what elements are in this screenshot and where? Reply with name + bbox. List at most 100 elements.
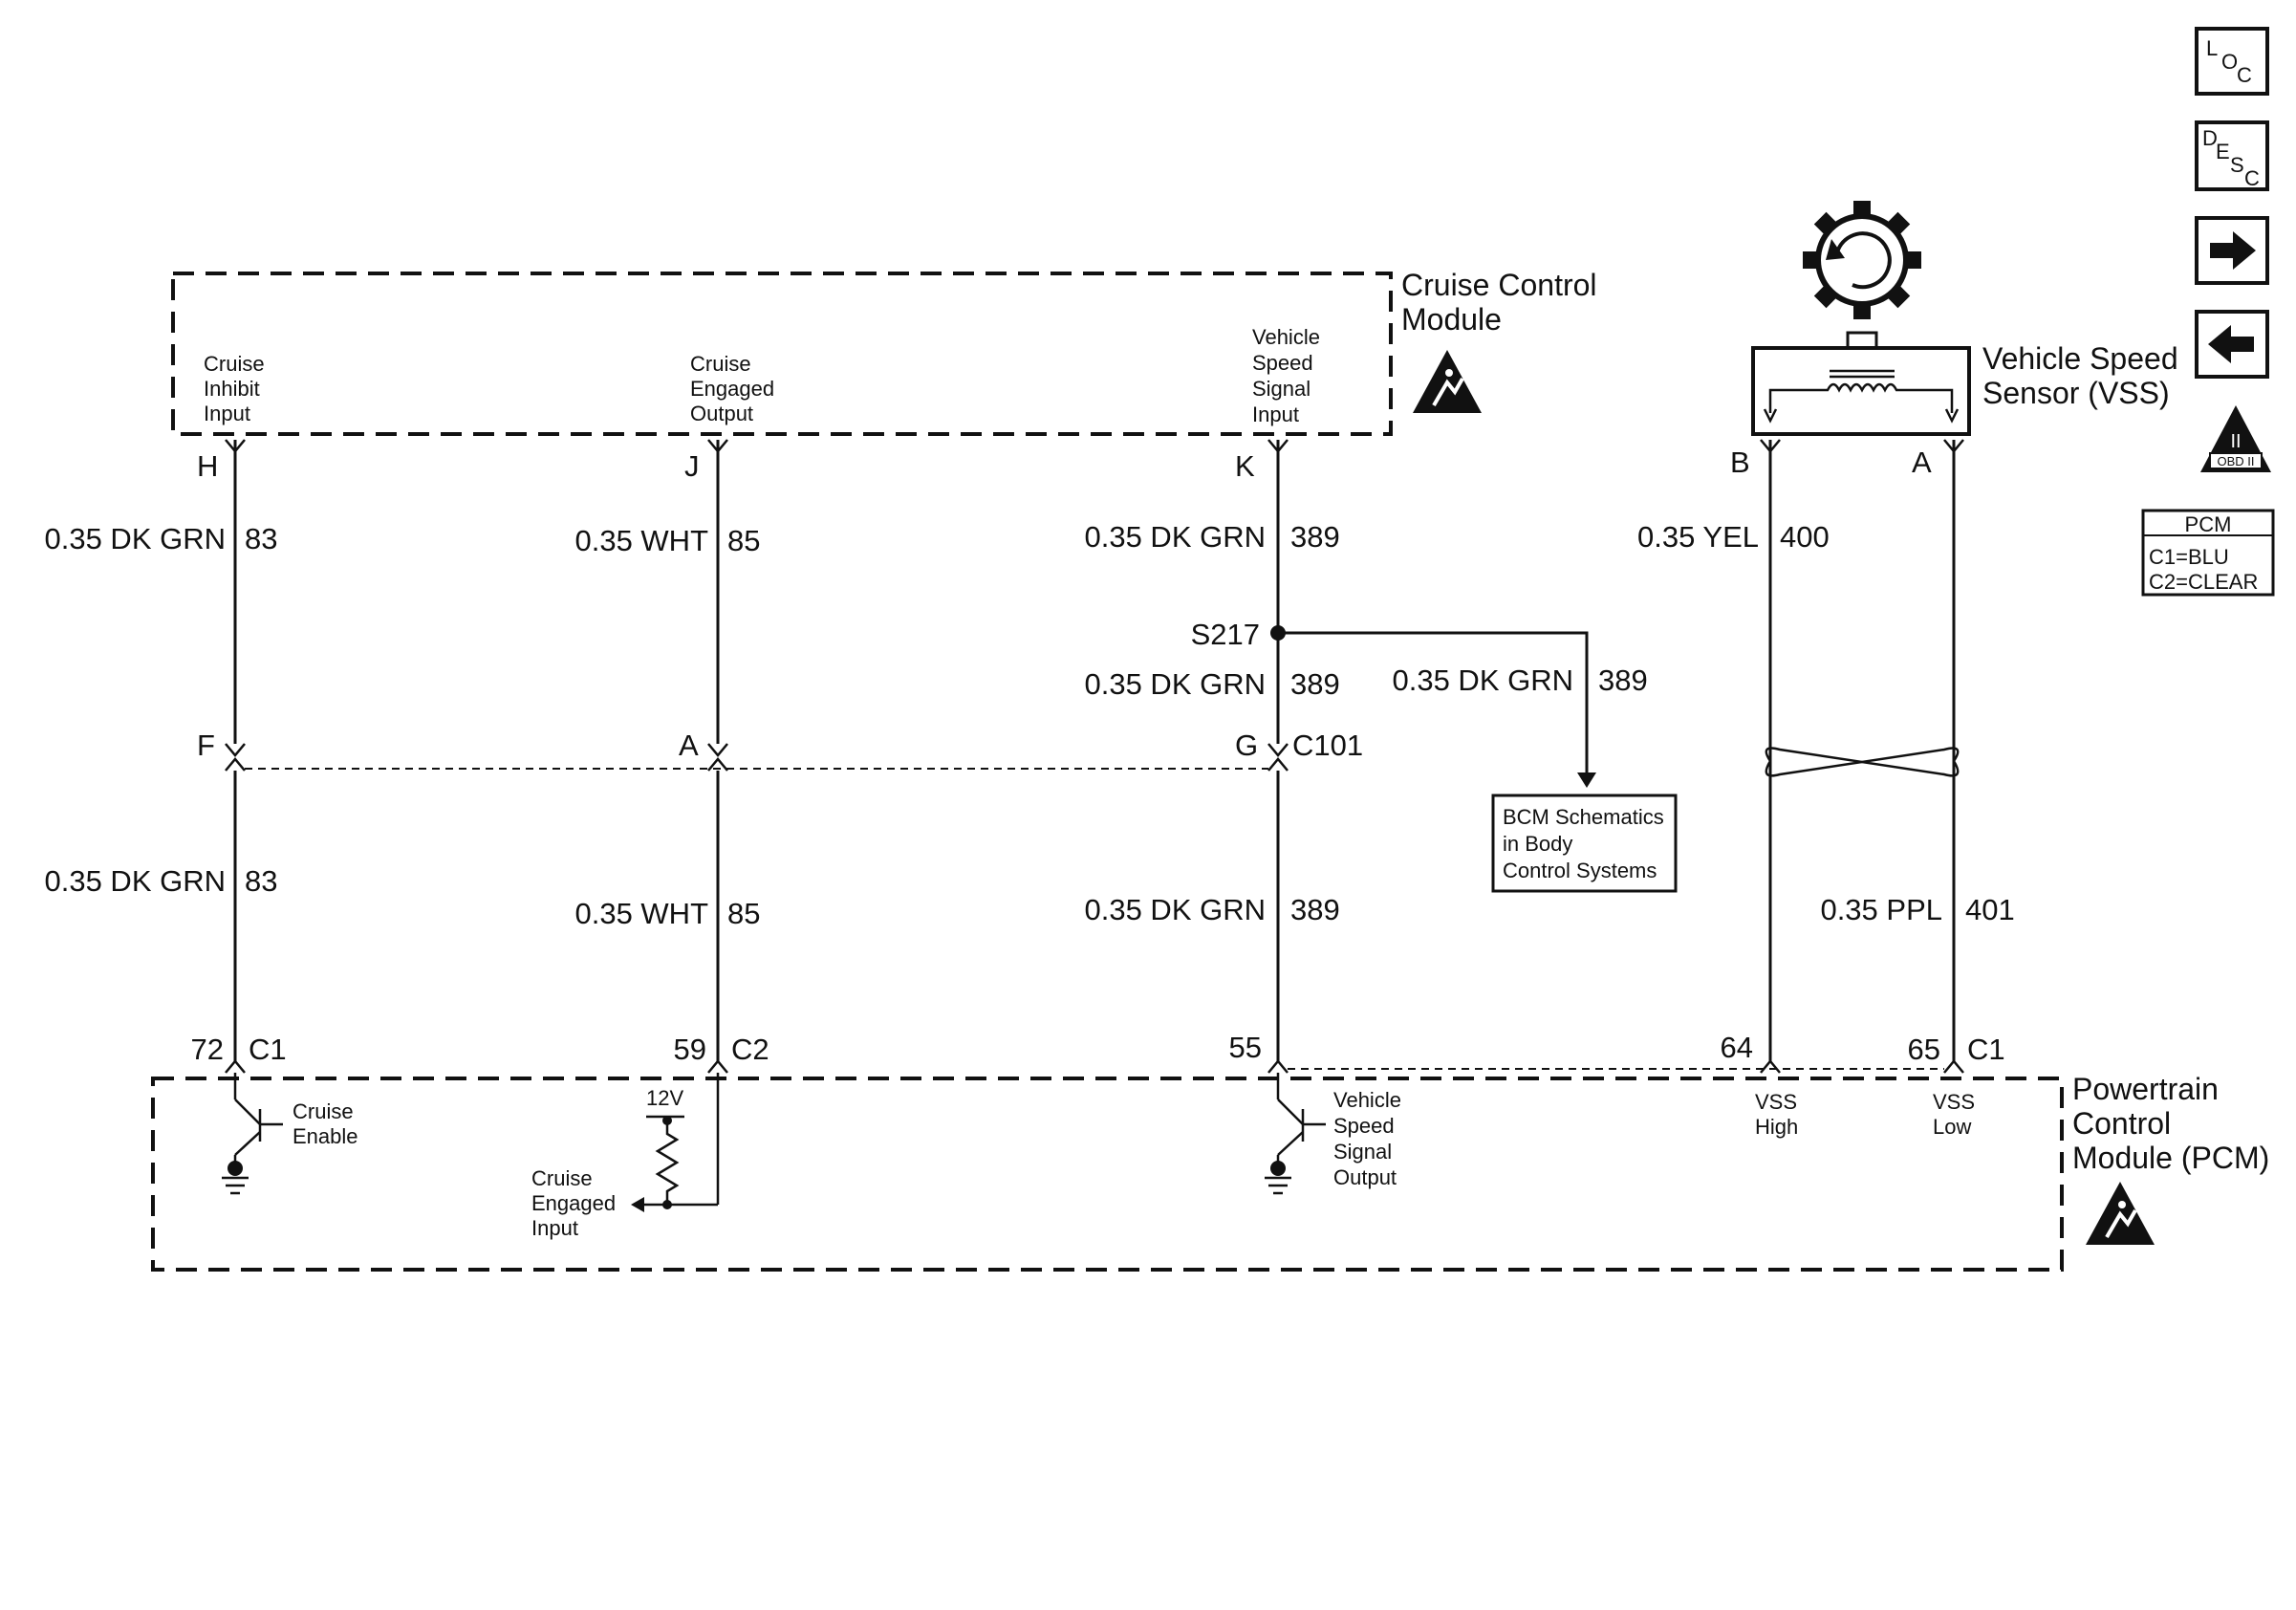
- svg-text:C1=BLU: C1=BLU: [2149, 545, 2229, 569]
- svg-text:OBD II: OBD II: [2217, 454, 2254, 468]
- vss-input-label-3: Signal: [1252, 377, 1310, 401]
- wire-83-lower-color: 0.35 DK GRN: [44, 864, 226, 898]
- svg-text:C2=CLEAR: C2=CLEAR: [2149, 570, 2258, 594]
- wire-389-lower-num: 389: [1290, 893, 1340, 926]
- svg-text:II: II: [2230, 431, 2241, 452]
- wire-83-upper-color: 0.35 DK GRN: [44, 522, 226, 555]
- vss-output-label-1: Vehicle: [1333, 1088, 1401, 1112]
- vss-high-label-2: High: [1755, 1115, 1798, 1139]
- circuit-85: [707, 439, 728, 1074]
- pin-59: 59: [674, 1033, 706, 1066]
- svg-text:E: E: [2216, 140, 2230, 163]
- cruise-engaged-output-label-1: Cruise: [690, 352, 751, 376]
- bcm-box-line-2: in Body: [1503, 832, 1572, 856]
- vss-stem: [1846, 331, 1878, 350]
- wire-85-lower-color: 0.35 WHT: [574, 897, 708, 930]
- vss-output-label-2: Speed: [1333, 1114, 1395, 1138]
- cruise-control-module-box: [171, 272, 1393, 436]
- pcm-title-2: Control: [2072, 1106, 2171, 1141]
- pcm-title-3: Module (PCM): [2072, 1141, 2269, 1175]
- wire-389-splice-num: 389: [1290, 667, 1340, 701]
- wire-400-num: 400: [1780, 520, 1830, 554]
- svg-text:S: S: [2230, 153, 2244, 177]
- wire-85-lower-num: 85: [727, 897, 760, 930]
- loc-button[interactable]: L O C: [2195, 27, 2269, 96]
- wire-401-num: 401: [1965, 893, 2015, 926]
- wire-389-branch-color: 0.35 DK GRN: [1392, 664, 1573, 697]
- pin-f: F: [197, 729, 215, 762]
- esd-warning-icon-pcm: [2086, 1182, 2155, 1245]
- pin-g: G: [1235, 729, 1258, 762]
- vss-title-1: Vehicle Speed: [1982, 341, 2178, 376]
- pcm-connector-legend: PCM C1=BLU C2=CLEAR: [2141, 509, 2275, 597]
- wire-389-branch-num: 389: [1598, 664, 1648, 697]
- cruise-enable-transistor-icon: [222, 1073, 283, 1195]
- obd-ii-icon: II OBD II: [2200, 405, 2271, 472]
- svg-text:PCM: PCM: [2185, 512, 2232, 536]
- wire-389-lower-color: 0.35 DK GRN: [1084, 893, 1266, 926]
- pcm-module-box: [151, 1077, 2064, 1272]
- vss-gear-icon: [1803, 201, 1921, 319]
- wire-85-upper-num: 85: [727, 524, 760, 557]
- cruise-engaged-output-label-3: Output: [690, 402, 753, 425]
- wire-389-upper-num: 389: [1290, 520, 1340, 554]
- vss-high-label-1: VSS: [1755, 1090, 1797, 1114]
- next-arrow-button[interactable]: [2195, 216, 2269, 285]
- wire-401-color: 0.35 PPL: [1820, 893, 1942, 926]
- wire-389-upper-color: 0.35 DK GRN: [1084, 520, 1266, 554]
- desc-button[interactable]: D E S C: [2195, 120, 2269, 191]
- wire-85-upper-color: 0.35 WHT: [574, 524, 708, 557]
- vss-title-2: Sensor (VSS): [1982, 376, 2170, 410]
- conn-c2: C2: [731, 1033, 769, 1066]
- bcm-box-line-1: BCM Schematics: [1503, 805, 1664, 829]
- conn-c101: C101: [1292, 729, 1363, 762]
- arrow-left-icon: [2208, 325, 2254, 363]
- cruise-engaged-resistor-icon: [631, 1073, 720, 1212]
- cruise-enable-label-1: Cruise: [292, 1099, 354, 1123]
- conn-c1-left: C1: [249, 1033, 287, 1066]
- pin-h: H: [197, 449, 218, 483]
- circuit-389: [1267, 439, 1596, 1074]
- svg-text:C: C: [2244, 166, 2260, 190]
- circuit-400-401: [1760, 439, 1964, 1074]
- cruise-engaged-input-label-1: Cruise: [531, 1166, 593, 1190]
- vss-input-label-2: Speed: [1252, 351, 1313, 375]
- vss-output-transistor-icon: [1265, 1073, 1326, 1195]
- pin-j: J: [684, 449, 700, 483]
- pin-a-vss: A: [1912, 446, 1932, 479]
- pin-72: 72: [191, 1033, 224, 1066]
- pin-64: 64: [1721, 1031, 1753, 1064]
- wire-400-color: 0.35 YEL: [1637, 520, 1759, 554]
- pin-a-c101: A: [679, 729, 699, 762]
- vss-output-label-3: Signal: [1333, 1140, 1392, 1164]
- bcm-schematics-box[interactable]: [1491, 794, 1678, 893]
- pin-b: B: [1730, 446, 1750, 479]
- cruise-inhibit-input-label-3: Input: [204, 402, 250, 425]
- cruise-engaged-input-label-2: Engaged: [531, 1191, 616, 1215]
- vss-output-label-4: Output: [1333, 1165, 1397, 1189]
- svg-text:L: L: [2206, 36, 2218, 60]
- cruise-enable-label-2: Enable: [292, 1124, 358, 1148]
- vss-coil-icon: [1763, 369, 1960, 424]
- vss-low-label-1: VSS: [1933, 1090, 1975, 1114]
- cruise-module-title-1: Cruise Control: [1401, 268, 1597, 302]
- pin-65: 65: [1908, 1033, 1940, 1066]
- esd-warning-icon-cruise: [1413, 350, 1482, 413]
- arrow-right-icon: [2210, 231, 2256, 270]
- cruise-inhibit-input-label-1: Cruise: [204, 352, 265, 376]
- pin-55: 55: [1229, 1031, 1262, 1064]
- svg-text:O: O: [2221, 50, 2238, 74]
- vss-low-label-2: Low: [1933, 1115, 1971, 1139]
- cruise-module-title-2: Module: [1401, 302, 1502, 337]
- pin-k: K: [1235, 449, 1255, 483]
- svg-text:C: C: [2237, 63, 2252, 87]
- wire-83-upper-num: 83: [245, 522, 277, 555]
- wire-389-splice-color: 0.35 DK GRN: [1084, 667, 1266, 701]
- cruise-engaged-output-label-2: Engaged: [690, 377, 774, 401]
- wire-83-lower-num: 83: [245, 864, 277, 898]
- vss-input-label-4: Input: [1252, 402, 1299, 426]
- cruise-inhibit-input-label-2: Inhibit: [204, 377, 260, 401]
- pcm-title-1: Powertrain: [2072, 1072, 2219, 1106]
- prev-arrow-button[interactable]: [2195, 310, 2269, 379]
